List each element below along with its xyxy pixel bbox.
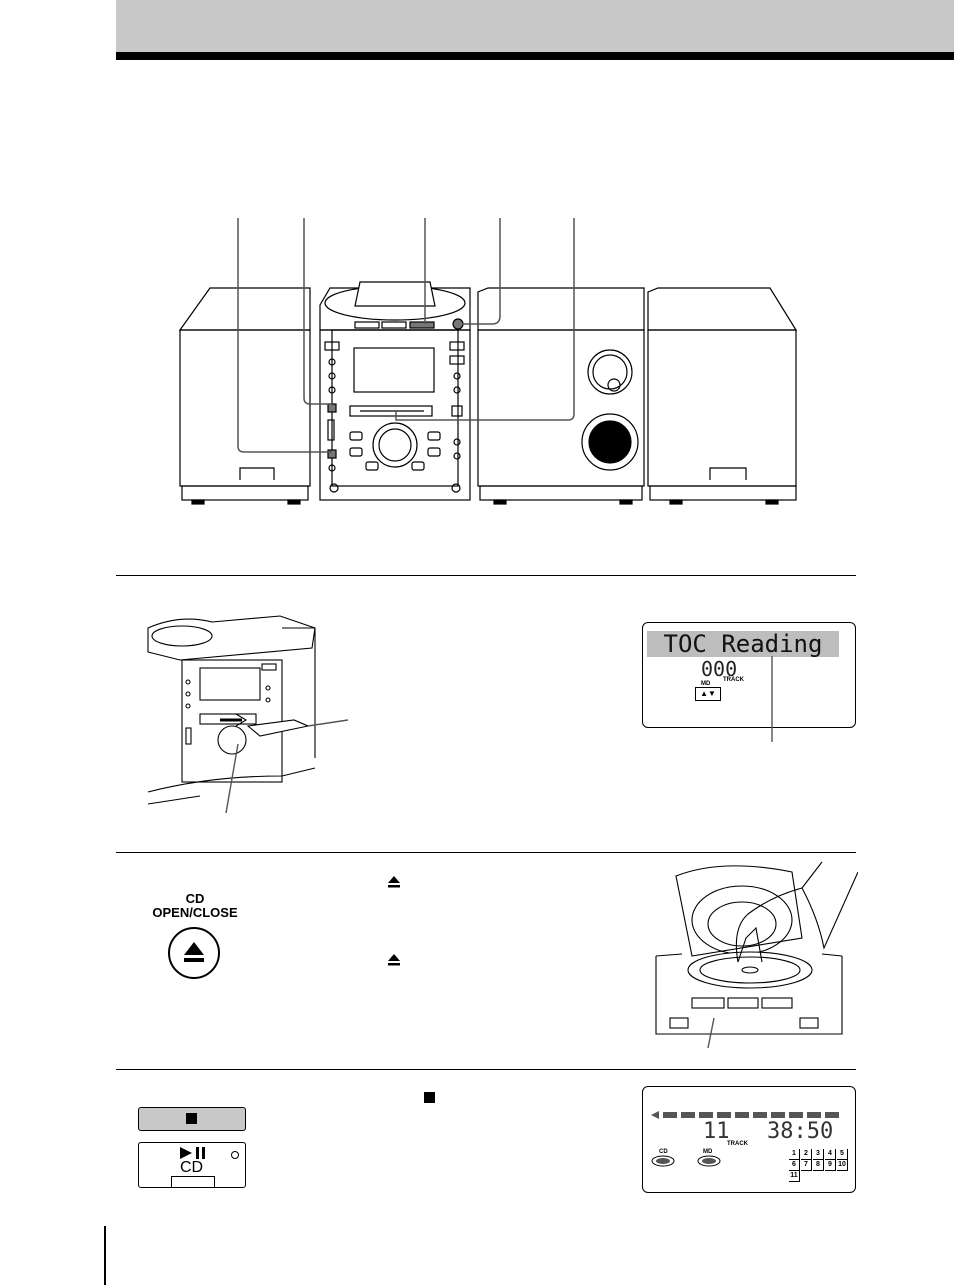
right-speaker: [647, 287, 798, 505]
cd-label: CD: [659, 1149, 668, 1155]
section-rule: [116, 575, 856, 576]
cd-disc-icon: [651, 1155, 675, 1167]
cd-play-label: CD: [179, 1159, 204, 1176]
subwoofer-unit: [452, 287, 645, 505]
cd-open-close-label: CD OPEN/CLOSE: [140, 892, 250, 920]
eject-symbol-icon: [388, 876, 400, 888]
track-grid-item: 1: [789, 1149, 800, 1160]
track-grid-item: 8: [813, 1160, 824, 1171]
md-indicator-icon: ▲▼: [695, 687, 721, 701]
cd-open-close-line1: CD: [185, 891, 205, 906]
md-insert-illustration: [147, 615, 349, 814]
main-unit: [319, 281, 471, 501]
section-rule: [116, 852, 856, 853]
callout-lines: [237, 218, 575, 453]
track-label: TRACK: [723, 677, 744, 683]
md-label: MD: [703, 1149, 713, 1155]
header-band: [116, 0, 954, 52]
system-diagram: [178, 218, 798, 505]
cd-open-close-line2: OPEN/CLOSE: [152, 905, 238, 920]
eject-icon: [184, 942, 204, 962]
stop-symbol-icon: [424, 1092, 435, 1103]
track-grid-item: 2: [801, 1149, 812, 1160]
track-grid-item: 7: [801, 1160, 812, 1171]
track-grid-item: 3: [813, 1149, 824, 1160]
lcd-display-toc: TOC Reading 000 TRACK MD ▲▼: [642, 622, 856, 728]
header-rule: [116, 52, 954, 60]
page-margin-line: [104, 1226, 106, 1285]
cd-open-close-button[interactable]: [168, 927, 220, 979]
track-grid-item: 9: [825, 1160, 836, 1171]
toc-reading-text: TOC Reading: [647, 631, 839, 657]
button-tab: [171, 1176, 215, 1187]
cd-load-illustration: [655, 861, 858, 1049]
track-counter: 000: [701, 657, 738, 681]
stop-button[interactable]: [138, 1107, 246, 1131]
track-grid-item: 11: [789, 1171, 800, 1182]
track-grid-item: 4: [825, 1149, 836, 1160]
play-pause-icon: [180, 1147, 205, 1159]
track-number: 11: [703, 1119, 730, 1144]
track-grid-item: 6: [789, 1160, 800, 1171]
stop-icon: [186, 1113, 197, 1124]
track-label: TRACK: [727, 1141, 748, 1147]
md-disc-icon: [697, 1155, 721, 1167]
section-rule: [116, 1069, 856, 1070]
display-callout-line: [771, 656, 773, 742]
cd-play-pause-button[interactable]: CD: [138, 1142, 246, 1188]
eject-symbol-icon: [388, 954, 400, 966]
indicator-led: [231, 1151, 239, 1159]
level-meter: [651, 1111, 839, 1119]
md-label: MD: [701, 681, 711, 687]
track-grid-item: 5: [837, 1149, 848, 1160]
track-grid-item: 10: [837, 1160, 848, 1171]
elapsed-time: 38:50: [767, 1119, 834, 1144]
left-speaker: [178, 287, 311, 505]
